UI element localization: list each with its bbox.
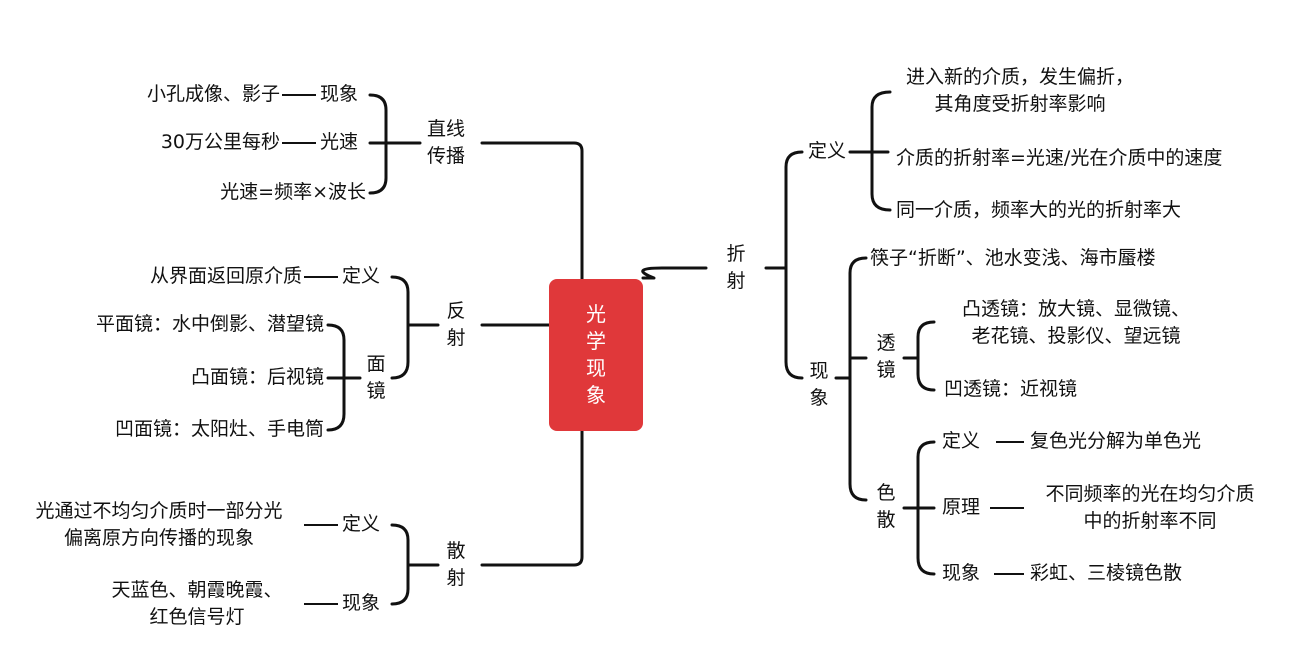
leaf-concave-lens: 凹透镜：近视镜 bbox=[944, 378, 1078, 400]
key-phenomenon: 现象 bbox=[320, 83, 359, 105]
branch-rectilinear-propagation[interactable]: 直线 传播 bbox=[426, 118, 465, 167]
leaf-refraction-examples: 筷子“折断”、池水变浅、海市蜃楼 bbox=[870, 247, 1156, 269]
key-phenomenon: 现象 bbox=[342, 592, 381, 614]
key-definition: 定义 bbox=[942, 430, 981, 452]
leaf-reflection-definition: 从界面返回原介质 bbox=[149, 265, 302, 287]
root-node-optical-phenomena[interactable]: 光 学 现 象 bbox=[549, 279, 643, 431]
leaf-frequency-index: 同一介质，频率大的光的折射率大 bbox=[896, 199, 1182, 221]
leaf-refraction-deflection: 进入新的介质，发生偏折， 其角度受折射率影响 bbox=[905, 66, 1134, 115]
leaf-concave-mirror: 凹面镜：太阳灶、手电筒 bbox=[114, 418, 324, 440]
node-dispersion[interactable]: 色 散 bbox=[876, 482, 896, 531]
leaf-refractive-index: 介质的折射率=光速/光在介质中的速度 bbox=[896, 147, 1223, 169]
key-phenomenon: 现象 bbox=[942, 562, 981, 584]
key-definition: 定义 bbox=[342, 265, 381, 287]
leaf-dispersion-definition: 复色光分解为单色光 bbox=[1030, 430, 1202, 452]
key-light-speed: 光速 bbox=[320, 131, 359, 153]
branch-mirrors[interactable]: 面 镜 bbox=[366, 353, 386, 402]
key-definition: 定义 bbox=[342, 513, 381, 535]
node-refraction-phenomena[interactable]: 现 象 bbox=[809, 360, 829, 409]
leaf-dispersion-examples: 彩虹、三棱镜色散 bbox=[1030, 562, 1183, 584]
node-lenses[interactable]: 透 镜 bbox=[876, 332, 896, 381]
node-refraction-definition[interactable]: 定义 bbox=[808, 140, 847, 162]
branch-refraction[interactable]: 折 射 bbox=[726, 243, 746, 292]
key-principle: 原理 bbox=[942, 496, 981, 518]
leaf-convex-lens: 凸透镜：放大镜、显微镜、 老花镜、投影仪、望远镜 bbox=[961, 298, 1190, 347]
leaf-light-speed-value: 30万公里每秒 bbox=[160, 131, 280, 153]
leaf-speed-formula: 光速=频率×波长 bbox=[220, 181, 366, 203]
leaf-scattering-examples: 天蓝色、朝霞晚霞、 红色信号灯 bbox=[111, 579, 283, 628]
leaf-dispersion-principle: 不同频率的光在均匀介质 中的折射率不同 bbox=[1045, 483, 1255, 532]
branch-reflection[interactable]: 反 射 bbox=[446, 300, 466, 349]
branch-scattering[interactable]: 散 射 bbox=[446, 540, 466, 589]
leaf-plane-mirror: 平面镜：水中倒影、潜望镜 bbox=[95, 313, 324, 335]
leaf-convex-mirror: 凸面镜：后视镜 bbox=[190, 366, 324, 388]
leaf-pinhole-shadow: 小孔成像、影子 bbox=[146, 83, 280, 105]
leaf-scattering-definition: 光通过不均匀介质时一部分光 偏离原方向传播的现象 bbox=[35, 500, 283, 549]
